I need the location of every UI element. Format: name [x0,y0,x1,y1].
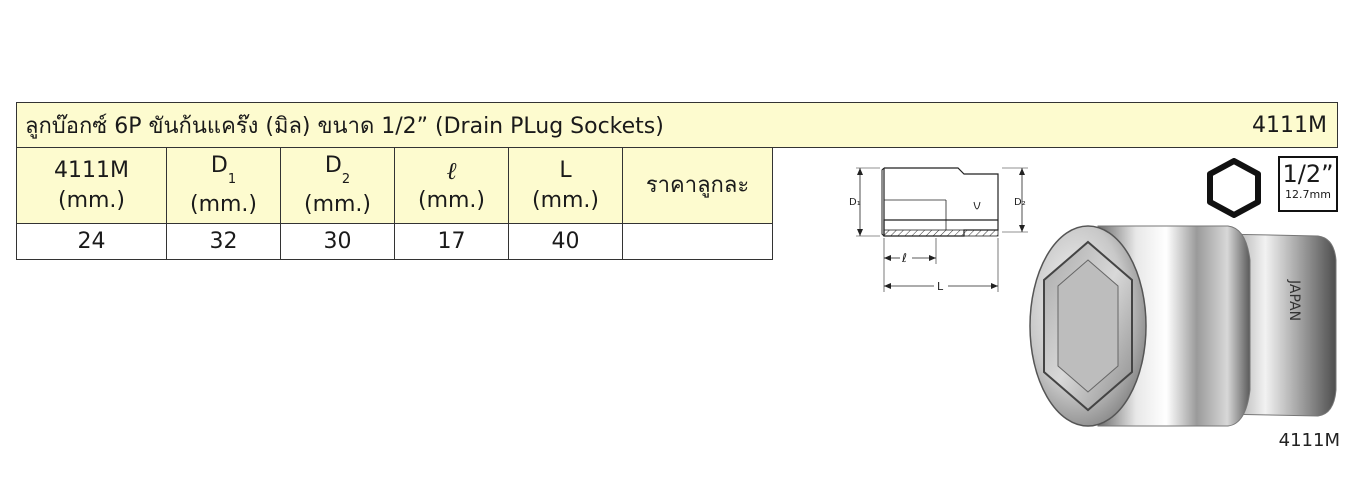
header-length: L (mm.) [508,147,623,224]
header-ell: ℓ (mm.) [394,147,509,224]
label-ell: ℓ [901,251,907,265]
drive-size-box: 1/2” 12.7mm [1278,156,1338,212]
title-bar: ลูกบ๊อกซ์ 6P ขันก้นแคร๊ง (มิล) ขนาด 1/2”… [16,102,1338,148]
cell-ell: 17 [394,223,509,260]
socket-engraving: JAPAN [1286,279,1302,321]
cell-price [622,223,773,260]
cell-d1: 32 [166,223,281,260]
spec-table: 4111M (mm.) D1 (mm.) D2 (mm.) ℓ (mm.) L … [16,147,773,260]
label-L: L [937,280,944,293]
title-code: 4111M [1252,112,1327,138]
cell-length: 40 [508,223,623,260]
hexagon-icon [1207,158,1261,218]
label-d2: D₂ [1014,197,1026,208]
cell-d2: 30 [280,223,395,260]
cell-size: 24 [16,223,167,260]
title-text: ลูกบ๊อกซ์ 6P ขันก้นแคร๊ง (มิล) ขนาด 1/2”… [25,113,664,139]
header-row: 4111M (mm.) D1 (mm.) D2 (mm.) ℓ (mm.) L … [16,147,773,224]
header-d1: D1 (mm.) [166,147,281,224]
header-price: ราคาลูกละ [622,147,773,224]
product-code-caption: 4111M [1278,430,1340,451]
header-size: 4111M (mm.) [16,147,167,224]
socket-product-image: JAPAN [1029,225,1337,427]
dimension-drawing: D₁ D₂ ℓ L [849,167,1028,293]
table-row: 24 32 30 17 40 [16,223,773,260]
header-d2: D2 (mm.) [280,147,395,224]
label-d1: D₁ [849,197,861,208]
drive-size-mm: 12.7mm [1285,188,1331,201]
drive-size: 1/2” [1282,160,1334,188]
